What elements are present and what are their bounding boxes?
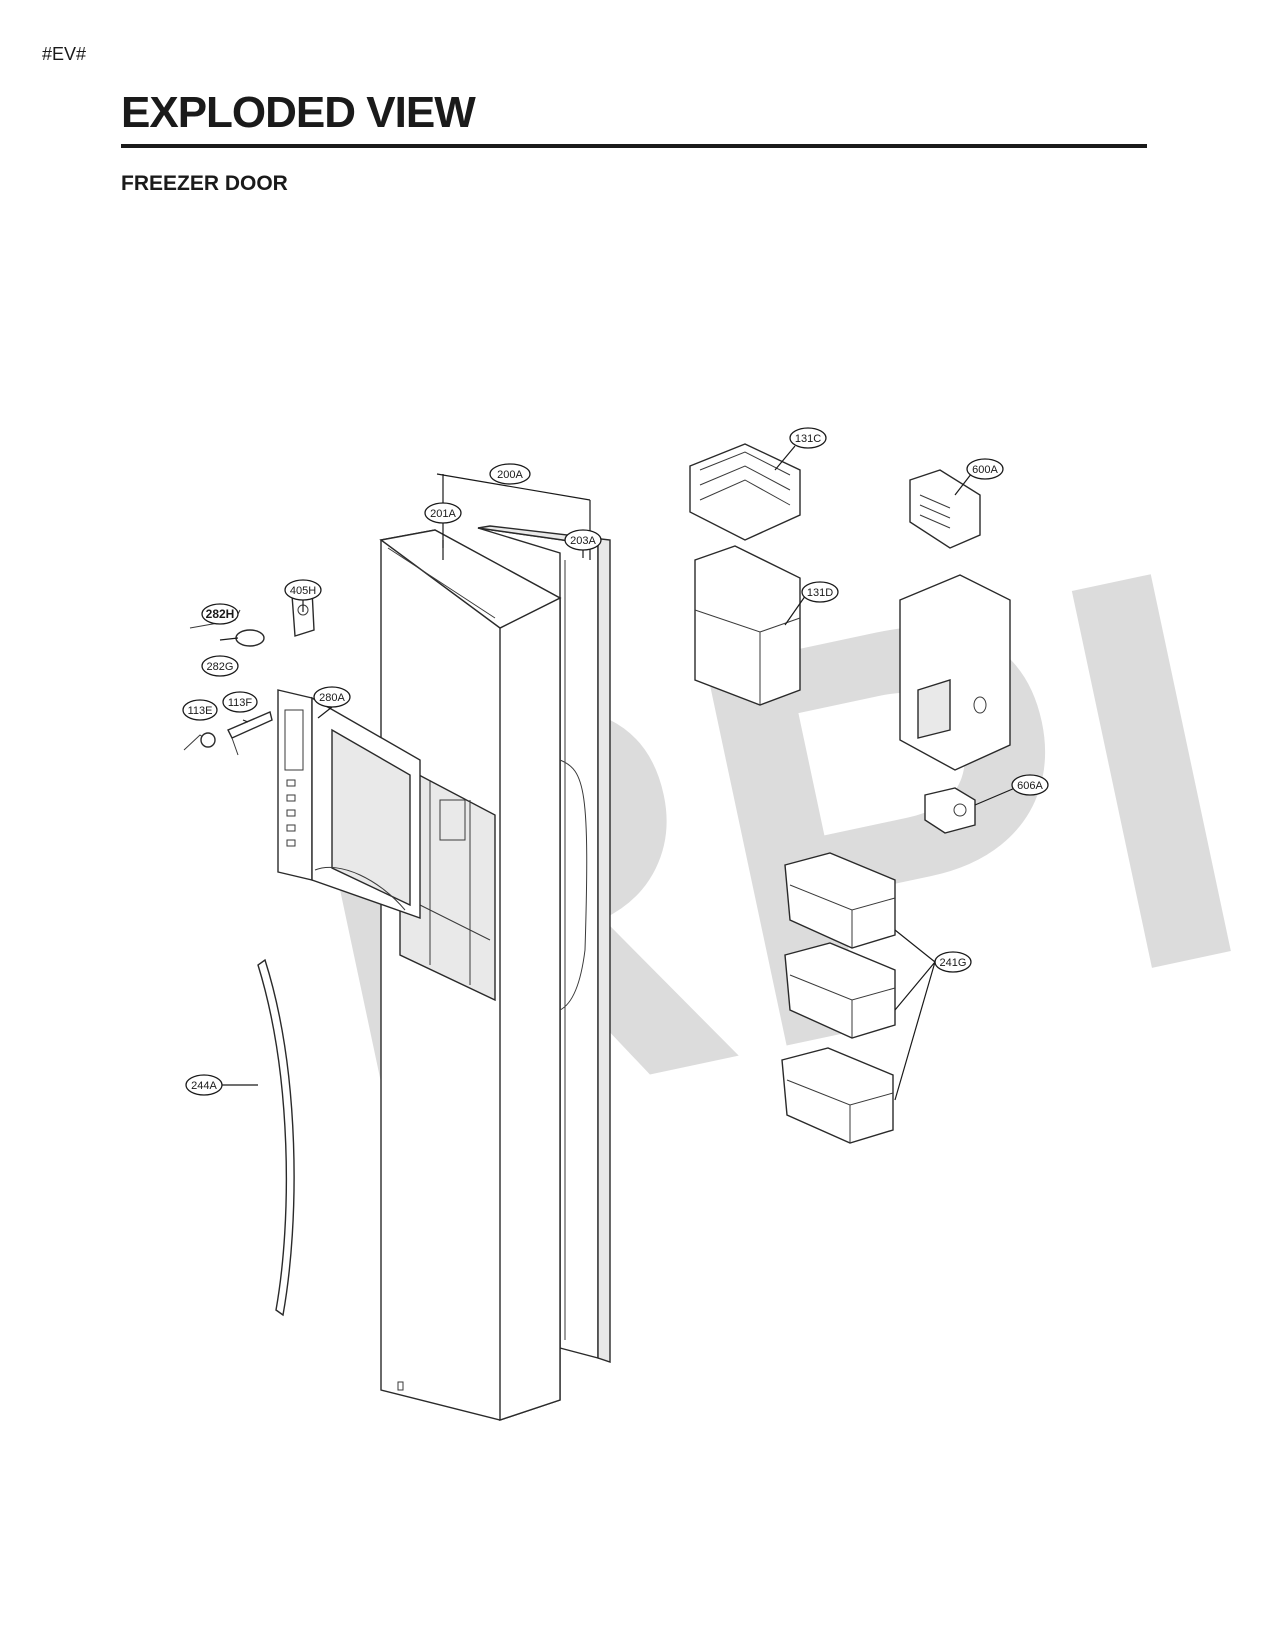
callout-131C: 131C: [789, 427, 827, 449]
callout-label-600A: 600A: [972, 464, 998, 476]
callout-606A: 606A: [1011, 774, 1049, 796]
callout-113F: 113F: [222, 691, 258, 713]
page-tag: #EV#: [42, 44, 87, 64]
callout-label-282G: 282G: [207, 661, 234, 673]
callout-200A: 200A: [489, 463, 531, 485]
lever-spring: [183, 732, 216, 751]
callout-label-405H: 405H: [290, 585, 316, 597]
dispenser-trim: [277, 689, 421, 919]
callout-label-113E: 113E: [188, 705, 213, 717]
title-rule: [121, 144, 1147, 148]
callout-131D: 131D: [801, 581, 839, 603]
door-bin-2: [784, 942, 896, 1039]
callout-label-282H: 282H: [206, 607, 235, 621]
callout-203A: 203A: [564, 529, 602, 551]
callout-label-606A: 606A: [1017, 780, 1043, 792]
lever-bracket: [227, 711, 273, 756]
auger-motor: [924, 787, 976, 834]
page-title: EXPLODED VIEW: [121, 88, 476, 137]
callout-600A: 600A: [966, 458, 1004, 480]
callout-label-201A: 201A: [430, 508, 456, 520]
callout-113E: 113E: [182, 699, 218, 721]
callout-405H: 405H: [284, 579, 322, 601]
callout-label-244A: 244A: [191, 1080, 217, 1092]
door-bin-3: [781, 1047, 894, 1144]
callout-label-131D: 131D: [807, 587, 833, 599]
callout-label-241G: 241G: [940, 957, 967, 969]
cover-assembly: [189, 609, 265, 647]
ice-maker-housing: [899, 574, 1011, 771]
callout-201A: 201A: [424, 502, 462, 524]
callout-label-113F: 113F: [228, 697, 253, 709]
callout-label-280A: 280A: [319, 692, 345, 704]
callout-244A: 244A: [185, 1074, 223, 1096]
callout-282H: 282H: [201, 603, 239, 625]
door-bin-1: [784, 852, 896, 949]
ice-maker: [909, 469, 981, 549]
callout-280A: 280A: [313, 686, 351, 708]
callout-241G: 241G: [934, 951, 972, 973]
ice-bin-cover: [689, 443, 801, 541]
callout-label-131C: 131C: [795, 433, 821, 445]
callout-label-200A: 200A: [497, 469, 523, 481]
door-handle: [257, 958, 295, 1317]
callout-label-203A: 203A: [570, 535, 596, 547]
section-title: FREEZER DOOR: [121, 172, 288, 195]
callout-282G: 282G: [201, 655, 239, 677]
ice-bin: [694, 545, 801, 706]
leader-lines: [219, 445, 1016, 1101]
